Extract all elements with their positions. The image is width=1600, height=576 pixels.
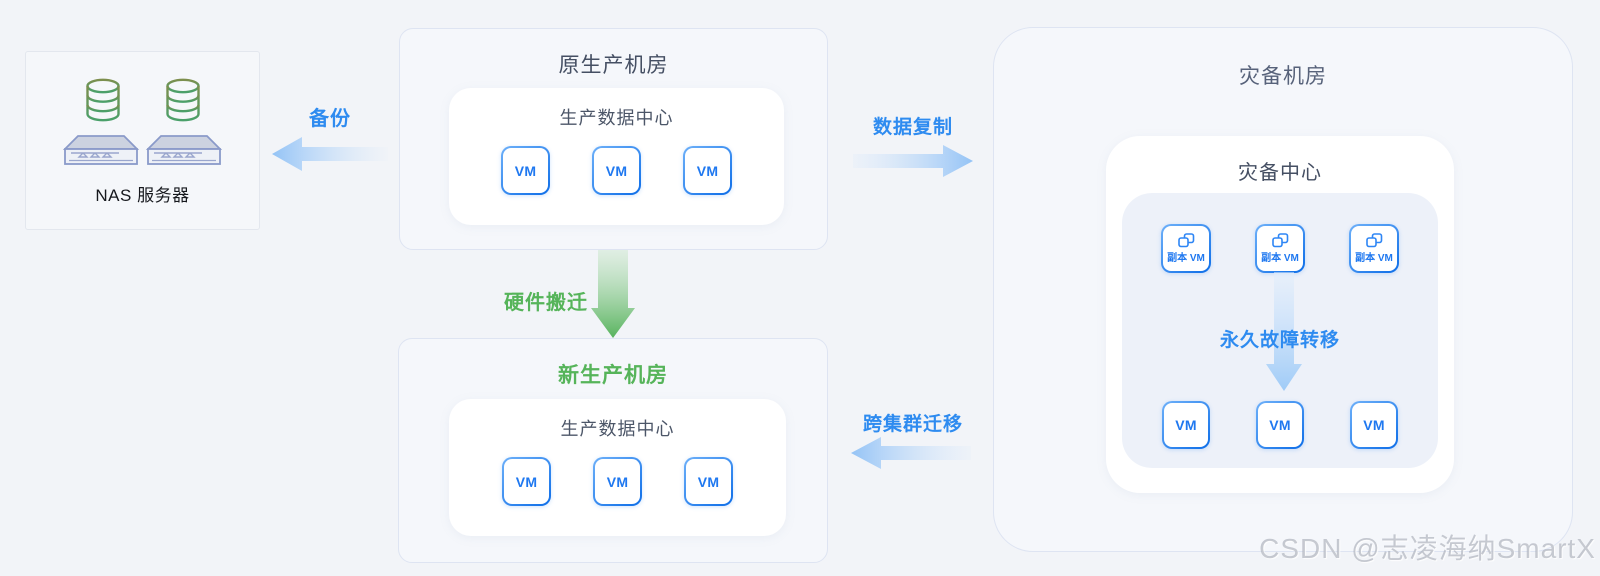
room-old-production-title: 原生产机房 (558, 54, 669, 77)
dr-center-title: 灾备中心 (1238, 162, 1322, 184)
server-icons-row (26, 134, 259, 167)
dr-center-inner-panel: 副本 VM 副本 VM 副本 VM (1122, 193, 1438, 468)
vm-node: VM (592, 146, 641, 195)
copy-icon (1365, 233, 1382, 248)
backup-flow-label: 备份 (309, 108, 351, 130)
vm-node: VM (593, 457, 642, 506)
vm-node: VM (502, 457, 551, 506)
vm-node: VM (1350, 401, 1398, 449)
server-icon (146, 135, 222, 165)
csdn-watermark: CSDN @志凌海纳SmartX (1259, 533, 1596, 564)
new-datacenter-title: 生产数据中心 (560, 419, 675, 439)
old-production-datacenter: 生产数据中心 VM VM VM (449, 88, 784, 225)
new-production-datacenter: 生产数据中心 VM VM VM (449, 399, 786, 536)
room-new-production-title: 新生产机房 (558, 364, 668, 387)
copy-icon (1177, 233, 1194, 248)
replica-vm-node: 副本 VM (1161, 224, 1211, 273)
room-disaster-recovery: 灾备机房 灾备中心 副本 VM (993, 27, 1573, 552)
copy-icon (1271, 233, 1288, 248)
disaster-recovery-center: 灾备中心 副本 VM 副本 (1106, 136, 1454, 493)
vm-node: VM (1162, 401, 1210, 449)
room-disaster-recovery-title: 灾备机房 (1239, 65, 1327, 88)
old-datacenter-title: 生产数据中心 (559, 108, 674, 128)
nas-server-group: NAS 服务器 (25, 51, 260, 230)
room-old-production: 原生产机房 生产数据中心 VM VM VM (399, 28, 828, 250)
replica-vm-label: 副本 VM (1355, 253, 1393, 264)
replica-vm-label: 副本 VM (1261, 253, 1299, 264)
permanent-failover-arrow-icon (1266, 272, 1302, 391)
data-replication-flow-label: 数据复制 (872, 117, 953, 138)
cross-cluster-migration-arrow-icon (851, 437, 971, 469)
database-icons-row (26, 78, 259, 122)
vm-node: VM (684, 457, 733, 506)
replica-vm-node: 副本 VM (1349, 224, 1399, 273)
nas-server-label: NAS 服务器 (95, 186, 190, 205)
replica-vm-node: 副本 VM (1255, 224, 1305, 273)
server-icon (63, 135, 139, 165)
hardware-move-arrow-icon (591, 250, 635, 338)
database-icon (165, 78, 200, 122)
database-icon (85, 78, 120, 122)
permanent-failover-flow-label: 永久故障转移 (1219, 330, 1340, 351)
data-replication-arrow-icon (853, 145, 973, 177)
vm-node: VM (1256, 401, 1304, 449)
new-datacenter-vm-row: VM VM VM (449, 457, 786, 506)
vm-node: VM (501, 146, 550, 195)
replica-vm-row: 副本 VM 副本 VM 副本 VM (1122, 224, 1438, 273)
backup-arrow-icon (272, 137, 388, 171)
replica-vm-label: 副本 VM (1167, 253, 1205, 264)
old-datacenter-vm-row: VM VM VM (449, 146, 784, 195)
dr-vm-row: VM VM VM (1122, 401, 1438, 449)
vm-node: VM (683, 146, 732, 195)
cross-cluster-migration-flow-label: 跨集群迁移 (862, 414, 963, 435)
hardware-move-flow-label: 硬件搬迁 (504, 292, 588, 314)
room-new-production: 新生产机房 生产数据中心 VM VM VM (398, 338, 828, 563)
